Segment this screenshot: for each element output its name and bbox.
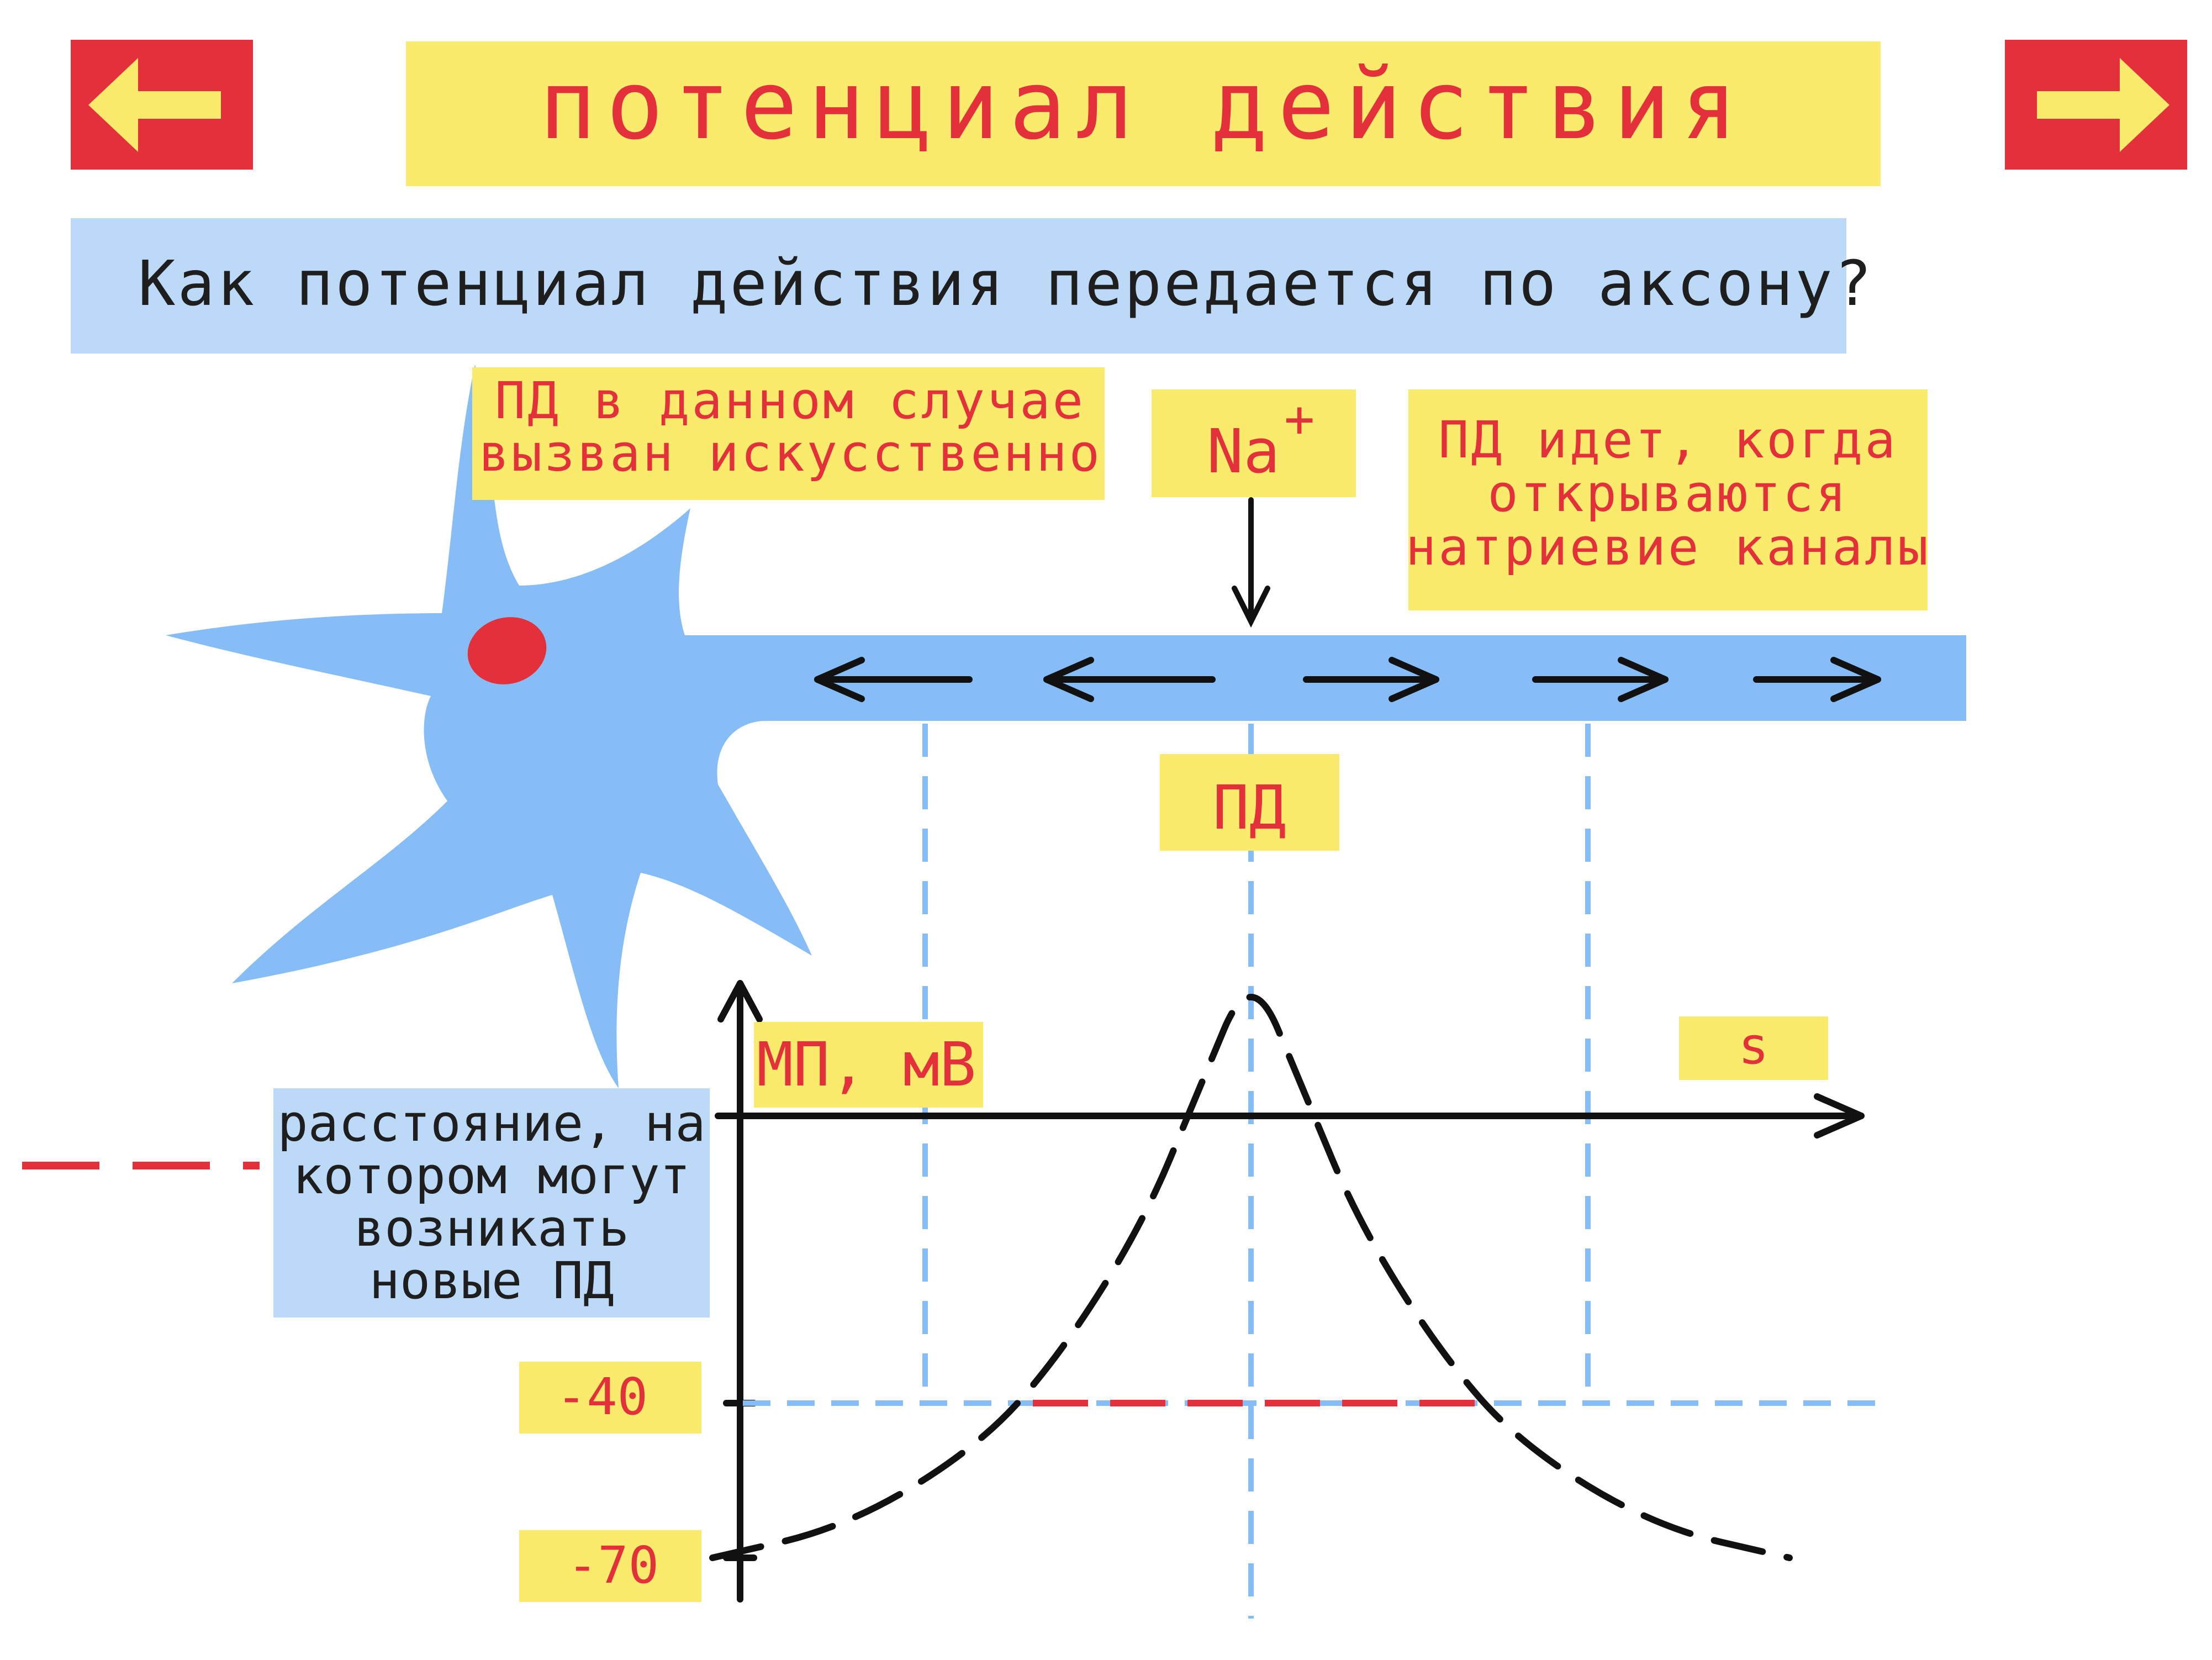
- left-arrow-2: [1043, 657, 1216, 702]
- note-artificial-line1: ПД в данном случае: [495, 371, 1085, 430]
- sodium-influx-arrow: [1232, 497, 1270, 628]
- distance-legend-bg: [273, 1088, 710, 1318]
- pd-label: ПД: [1213, 772, 1286, 843]
- note-sodium: Na +: [1152, 389, 1356, 628]
- title-bg: [406, 41, 1881, 186]
- legend-line4: новые ПД: [369, 1251, 614, 1310]
- membrane-potential-chart: МП, мВ s -40 -70: [519, 980, 1883, 1603]
- neuron-nucleus: [467, 617, 547, 684]
- left-arrow-1: [814, 657, 973, 702]
- note-artificial-bg: [472, 367, 1105, 500]
- y-axis-label: МП, мВ: [757, 1029, 976, 1100]
- legend-line1: расстояние, на: [277, 1094, 705, 1153]
- next-button[interactable]: [2005, 40, 2187, 170]
- legend-line2: котором могут: [293, 1146, 690, 1205]
- guide-lines: [922, 724, 1591, 1619]
- xlabel-bg: [1679, 1016, 1828, 1080]
- title-banner: потенциал действия: [406, 41, 1881, 186]
- note-channels-bg: [1408, 389, 1928, 610]
- arrow-left-icon: [88, 58, 221, 152]
- note-channels-line1: ПД идет, когда: [1438, 410, 1897, 470]
- note-pd: ПД: [1160, 754, 1339, 851]
- note-channels-line3: натриевие каналы: [1406, 518, 1930, 577]
- note-channels-line2: открываются: [1487, 464, 1848, 523]
- distance-legend: расстояние, на котором могут возникать н…: [22, 1088, 710, 1318]
- propagation-arrows: [814, 657, 1881, 702]
- tick-label-minus40: -40: [556, 1367, 648, 1426]
- tick-label-minus40-bg: [519, 1362, 701, 1434]
- ylabel-bg: [754, 1022, 983, 1108]
- sodium-symbol: Na: [1207, 416, 1280, 487]
- right-arrow-3: [1753, 657, 1881, 702]
- legend-line3: возникать: [354, 1199, 630, 1258]
- note-artificial: ПД в данном случае вызван искусственно: [472, 367, 1105, 500]
- note-artificial-line2: вызван искусственно: [479, 424, 1102, 483]
- right-arrow-1: [1303, 657, 1439, 702]
- tick-label-minus70: -70: [567, 1536, 659, 1595]
- tick-label-minus70-bg: [519, 1530, 701, 1602]
- x-axis-arrowhead: [1814, 1093, 1865, 1139]
- neuron-soma: [166, 365, 812, 1088]
- page-title: потенциал действия: [539, 50, 1748, 161]
- note-channels: ПД идет, когда открываются натриевие кан…: [1406, 389, 1930, 610]
- chart-axes: [715, 980, 1865, 1603]
- question-banner: Как потенциал действия передается по акс…: [71, 218, 1874, 354]
- x-axis-label: s: [1738, 1016, 1768, 1076]
- note-sodium-bg: [1152, 389, 1356, 497]
- y-axis-arrowhead: [717, 980, 763, 1023]
- action-potential-curve: [709, 994, 1793, 1561]
- prev-button[interactable]: [71, 40, 253, 170]
- note-pd-bg: [1160, 754, 1339, 851]
- arrow-right-icon: [2037, 58, 2169, 152]
- question-bg: [71, 218, 1846, 354]
- question-text: Как потенциал действия передается по акс…: [138, 248, 1874, 320]
- sodium-charge: +: [1284, 389, 1317, 449]
- right-arrow-2: [1532, 657, 1669, 702]
